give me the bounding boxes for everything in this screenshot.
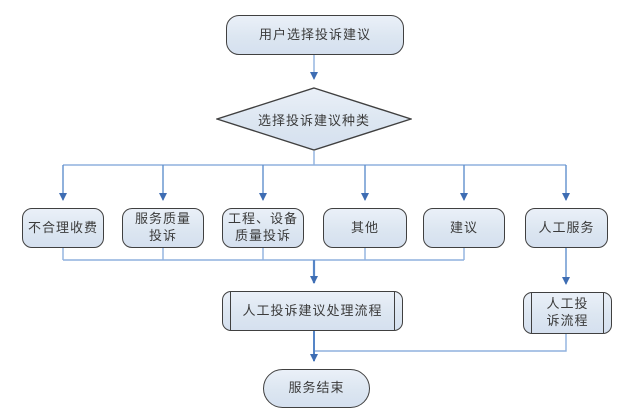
node-start: 用户选择投诉建议 <box>226 15 404 55</box>
node-branch-suggestion: 建议 <box>423 208 505 248</box>
node-branch-unreasonable-fee: 不合理收费 <box>22 208 104 248</box>
node-branch-other-label: 其他 <box>350 219 379 235</box>
node-branch-unreasonable-fee-label: 不合理收费 <box>27 219 98 235</box>
node-process-manual-complaint: 人工投 诉流程 <box>523 292 612 334</box>
node-branch-service-quality: 服务质量 投诉 <box>122 208 204 248</box>
node-branch-engineering-equipment-label: 工程、设备 质量投诉 <box>227 211 298 243</box>
node-start-label: 用户选择投诉建议 <box>258 26 371 42</box>
diamond-shape <box>216 87 412 151</box>
node-decision-label: 选择投诉建议种类 <box>257 112 370 128</box>
node-branch-service-quality-label: 服务质量 投诉 <box>134 211 191 243</box>
node-branch-manual-service: 人工服务 <box>525 208 608 248</box>
node-end-label: 服务结束 <box>288 380 345 396</box>
node-branch-engineering-equipment: 工程、设备 质量投诉 <box>222 208 304 248</box>
node-process-manual-handling: 人工投诉建议处理流程 <box>222 291 403 331</box>
node-process-manual-complaint-label: 人工投 诉流程 <box>546 296 589 328</box>
node-process-manual-handling-label: 人工投诉建议处理流程 <box>242 302 383 318</box>
node-branch-other: 其他 <box>323 208 407 248</box>
node-branch-suggestion-label: 建议 <box>449 219 478 235</box>
node-end: 服务结束 <box>263 369 370 408</box>
node-decision: 选择投诉建议种类 <box>216 87 412 151</box>
node-branch-manual-service-label: 人工服务 <box>538 219 595 235</box>
